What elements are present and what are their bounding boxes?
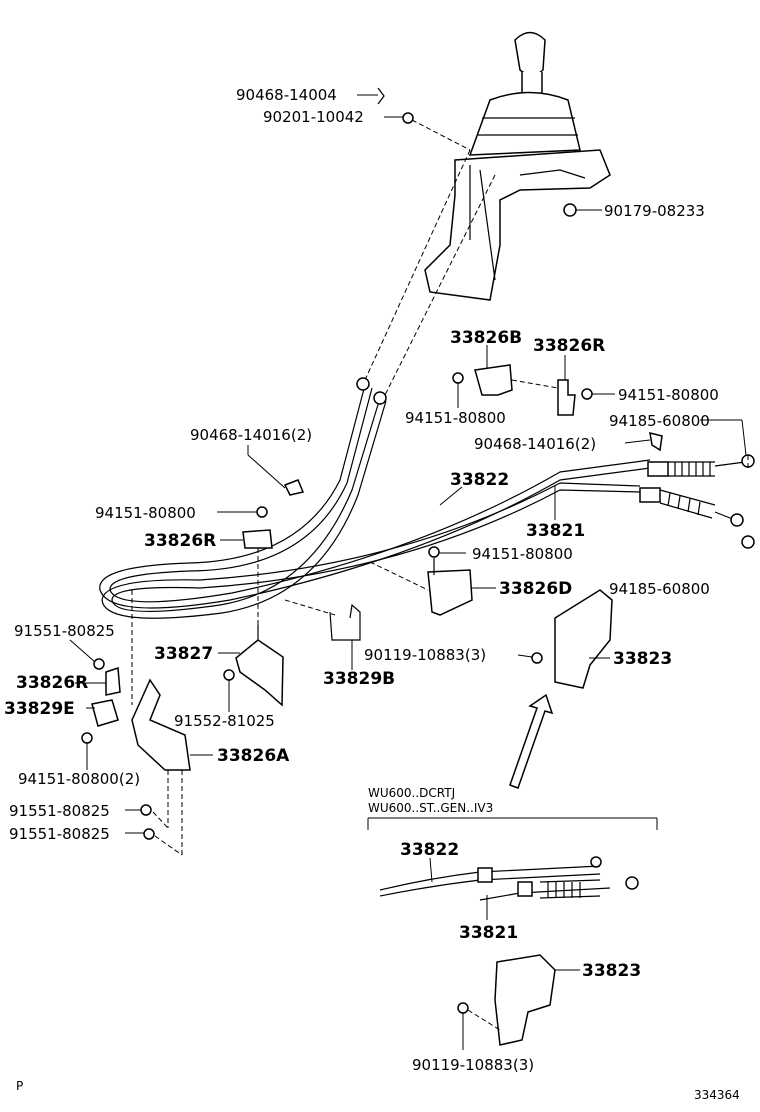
label-33826R-top: 33826R bbox=[533, 336, 605, 356]
bracket-33826R-bottom bbox=[93, 658, 121, 696]
clip-90468-14016-right bbox=[649, 431, 663, 452]
label-94151-80800-a: 94151-80800 bbox=[405, 409, 506, 427]
bracket-33823 bbox=[531, 589, 613, 689]
diagram-number: 334364 bbox=[694, 1088, 740, 1102]
label-91551-80825-a: 91551-80825 bbox=[14, 622, 115, 640]
label-90119-10883: 90119-10883(3) bbox=[364, 646, 486, 664]
label-94151-80800-d: 94151-80800 bbox=[472, 545, 573, 563]
label-33822: 33822 bbox=[450, 470, 509, 490]
bracket-33829B bbox=[284, 599, 361, 641]
label-91551-80825-c: 91551-80825 bbox=[9, 825, 110, 843]
variant-condition-1: WU600..DCRTJ bbox=[368, 786, 455, 800]
label-90201-10042: 90201-10042 bbox=[263, 108, 364, 126]
bracket-33826D bbox=[369, 546, 473, 616]
label-90468-14004: 90468-14004 bbox=[236, 86, 337, 104]
label-94185-60800-b: 94185-60800 bbox=[609, 580, 710, 598]
label-94185-60800-a: 94185-60800 bbox=[609, 412, 710, 430]
select-cable-33821 bbox=[101, 391, 641, 619]
corner-p-mark: P bbox=[16, 1079, 23, 1093]
label-91552-81025: 91552-81025 bbox=[174, 712, 275, 730]
label-90468-14016-right: 90468-14016(2) bbox=[474, 435, 596, 453]
variant-cables bbox=[379, 856, 639, 901]
bracket-33826B bbox=[452, 364, 513, 396]
label-33823: 33823 bbox=[613, 649, 672, 669]
cable-ends-right bbox=[639, 454, 755, 549]
label-94151-80800-c: 94151-80800 bbox=[95, 504, 196, 522]
label-90468-14016-left: 90468-14016(2) bbox=[190, 426, 312, 444]
label-variant-33822: 33822 bbox=[400, 840, 459, 860]
label-variant-90119-10883: 90119-10883(3) bbox=[412, 1056, 534, 1074]
label-33821: 33821 bbox=[526, 521, 585, 541]
label-33826R-left: 33826R bbox=[144, 531, 216, 551]
label-33829E: 33829E bbox=[4, 699, 75, 719]
leader-lines bbox=[69, 94, 747, 1050]
label-variant-33821: 33821 bbox=[459, 923, 518, 943]
label-94151-80800-2: 94151-80800(2) bbox=[18, 770, 140, 788]
label-33826D: 33826D bbox=[499, 579, 572, 599]
variant-arrow bbox=[509, 693, 554, 789]
bracket-33826R-top bbox=[511, 379, 593, 416]
variant-bracket-33823 bbox=[457, 954, 556, 1046]
bracket-33826A bbox=[131, 590, 191, 856]
bracket-33826R-left bbox=[242, 529, 273, 549]
variant-bracket-line bbox=[367, 817, 658, 830]
clip-90468-14016-left bbox=[256, 479, 305, 518]
label-variant-33823: 33823 bbox=[582, 961, 641, 981]
label-90179-08233: 90179-08233 bbox=[604, 202, 705, 220]
bracket-33829E bbox=[81, 699, 119, 744]
label-33826R-bottom: 33826R bbox=[16, 673, 88, 693]
part-labels: 90468-14004 90201-10042 90179-08233 3382… bbox=[4, 86, 740, 1102]
label-91551-80825-b: 91551-80825 bbox=[9, 802, 110, 820]
variant-condition-2: WU600..ST..GEN..IV3 bbox=[368, 801, 493, 815]
label-94151-80800-b: 94151-80800 bbox=[618, 386, 719, 404]
label-33829B: 33829B bbox=[323, 669, 395, 689]
label-33827: 33827 bbox=[154, 644, 213, 664]
label-33826A: 33826A bbox=[217, 746, 290, 766]
label-33826B: 33826B bbox=[450, 328, 522, 348]
shift-lever-assembly bbox=[377, 31, 611, 301]
bracket-33827 bbox=[223, 625, 284, 707]
